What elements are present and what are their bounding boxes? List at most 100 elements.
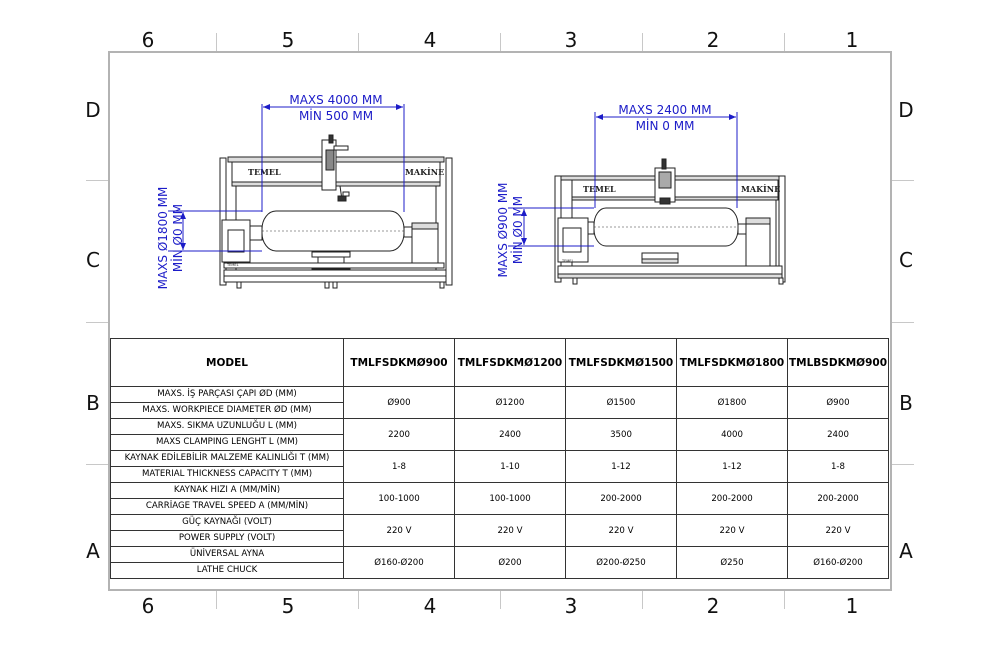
left-brand-left: TEMEL — [248, 167, 281, 177]
table-row: MAXS. SIKMA UZUNLUĞU L (MM) 2200 2400 35… — [110, 418, 889, 451]
row-label-tr: GÜÇ KAYNAĞI (VOLT) — [110, 514, 344, 531]
frame-tick — [642, 33, 643, 51]
table-cell: Ø1800 — [676, 386, 788, 419]
left-dia-max: MAXS Ø1800 MM — [156, 187, 170, 290]
right-diameter-dimension — [508, 207, 594, 247]
left-badge: TEMEL — [226, 263, 239, 267]
table-cell: 220 V — [676, 514, 788, 547]
header-model: MODEL — [110, 338, 344, 387]
frame-tick — [500, 591, 501, 609]
zone-row-a-left: A — [86, 539, 100, 563]
row-label-en: POWER SUPPLY (VOLT) — [110, 530, 344, 547]
table-cell: 220 V — [565, 514, 677, 547]
table-row: ÜNİVERSAL AYNA Ø160-Ø200 Ø200 Ø200-Ø250 … — [110, 546, 889, 579]
table-row: KAYNAK HIZI A (MM/MİN) 100-1000 100-1000… — [110, 482, 889, 515]
zone-row-b-right: B — [899, 391, 913, 415]
left-brand-right: MAKİNE — [405, 167, 444, 177]
left-width-dimension — [261, 104, 405, 212]
frame-tick — [642, 591, 643, 609]
zone-col-2-top: 2 — [706, 28, 720, 52]
table-cell: 4000 — [676, 418, 788, 451]
header-model-3: TMLFSDKMØ1500 — [565, 338, 677, 387]
table-cell: Ø200 — [454, 546, 566, 579]
zone-col-5-top: 5 — [281, 28, 295, 52]
table-cell: Ø1500 — [565, 386, 677, 419]
header-model-2: TMLFSDKMØ1200 — [454, 338, 566, 387]
zone-row-a-right: A — [899, 539, 913, 563]
row-label-tr: MAXS. SIKMA UZUNLUĞU L (MM) — [110, 418, 344, 435]
row-label-tr: KAYNAK HIZI A (MM/MİN) — [110, 482, 344, 499]
left-diameter-dimension — [168, 210, 262, 252]
left-dia-min: MİN Ø0 MM — [170, 204, 185, 272]
frame-tick — [86, 464, 108, 465]
drawing-frame — [108, 51, 892, 591]
table-row: GÜÇ KAYNAĞI (VOLT) 220 V 220 V 220 V 220… — [110, 514, 889, 547]
frame-tick — [784, 591, 785, 609]
zone-col-1-bottom: 1 — [845, 594, 859, 618]
table-cell: 100-1000 — [343, 482, 455, 515]
right-width-dimension — [594, 112, 738, 208]
right-brand-right: MAKİNE — [741, 184, 780, 194]
table-row: LATHE CHUCK — [110, 562, 889, 579]
zone-col-6-bottom: 6 — [141, 594, 155, 618]
table-cell: Ø160-Ø200 — [343, 546, 455, 579]
left-width-max: MAXS 4000 MM — [289, 93, 382, 107]
header-model-1: TMLFSDKMØ900 — [343, 338, 455, 387]
table-cell: 220 V — [454, 514, 566, 547]
left-width-min: MİN 500 MM — [299, 108, 373, 123]
table-cell: 1-12 — [676, 450, 788, 483]
frame-tick — [216, 591, 217, 609]
right-badge: TEMEL — [561, 259, 574, 263]
row-label-tr: MAXS. İŞ PARÇASI ÇAPI ØD (MM) — [110, 386, 344, 403]
frame-tick — [892, 322, 914, 323]
table-cell: 3500 — [565, 418, 677, 451]
zone-row-b-left: B — [86, 391, 100, 415]
row-label-tr: KAYNAK EDİLEBİLİR MALZEME KALINLIĞI T (M… — [110, 450, 344, 467]
table-cell: 1-12 — [565, 450, 677, 483]
table-cell: 200-2000 — [565, 482, 677, 515]
table-cell: 200-2000 — [676, 482, 788, 515]
row-label-en: MAXS. WORKPIECE DIAMETER ØD (MM) — [110, 402, 344, 419]
frame-tick — [784, 33, 785, 51]
table-cell: 1-10 — [454, 450, 566, 483]
table-cell: Ø250 — [676, 546, 788, 579]
zone-row-d-right: D — [898, 98, 914, 122]
table-cell: Ø200-Ø250 — [565, 546, 677, 579]
zone-row-d-left: D — [85, 98, 101, 122]
zone-col-1-top: 1 — [845, 28, 859, 52]
row-label-tr: ÜNİVERSAL AYNA — [110, 546, 344, 563]
frame-tick — [892, 180, 914, 181]
frame-tick — [86, 322, 108, 323]
right-width-max: MAXS 2400 MM — [618, 103, 711, 117]
row-label-en: MAXS CLAMPING LENGHT L (MM) — [110, 434, 344, 451]
table-header-row: MODEL TMLFSDKMØ900 TMLFSDKMØ1200 TMLFSDK… — [110, 338, 889, 387]
table-cell: 220 V — [343, 514, 455, 547]
table-row: KAYNAK EDİLEBİLİR MALZEME KALINLIĞI T (M… — [110, 450, 889, 483]
zone-row-c-right: C — [899, 248, 913, 272]
row-label-en: LATHE CHUCK — [110, 562, 344, 579]
frame-tick — [358, 33, 359, 51]
table-cell: 220 V — [787, 514, 889, 547]
table-cell: 200-2000 — [787, 482, 889, 515]
left-machine — [219, 134, 453, 289]
table-cell: 2400 — [454, 418, 566, 451]
zone-col-3-top: 3 — [564, 28, 578, 52]
right-width-min: MİN 0 MM — [636, 118, 695, 133]
table-row: MAXS. İŞ PARÇASI ÇAPI ØD (MM) Ø900 Ø1200… — [110, 386, 889, 419]
zone-col-4-bottom: 4 — [423, 594, 437, 618]
table-cell: 2400 — [787, 418, 889, 451]
row-label-en: CARRİAGE TRAVEL SPEED A (MM/MİN) — [110, 498, 344, 515]
table-cell: Ø1200 — [454, 386, 566, 419]
zone-col-2-bottom: 2 — [706, 594, 720, 618]
frame-tick — [358, 591, 359, 609]
right-dia-max: MAXS Ø900 MM — [496, 182, 510, 277]
table-cell: 2200 — [343, 418, 455, 451]
right-brand-left: TEMEL — [583, 184, 616, 194]
header-model-4: TMLFSDKMØ1800 — [676, 338, 788, 387]
table-cell: Ø160-Ø200 — [787, 546, 889, 579]
spec-table: MODEL TMLFSDKMØ900 TMLFSDKMØ1200 TMLFSDK… — [110, 338, 889, 579]
row-label-en: MATERIAL THICKNESS CAPACITY T (MM) — [110, 466, 344, 483]
zone-col-3-bottom: 3 — [564, 594, 578, 618]
header-model-5: TMLBSDKMØ900 — [787, 338, 889, 387]
